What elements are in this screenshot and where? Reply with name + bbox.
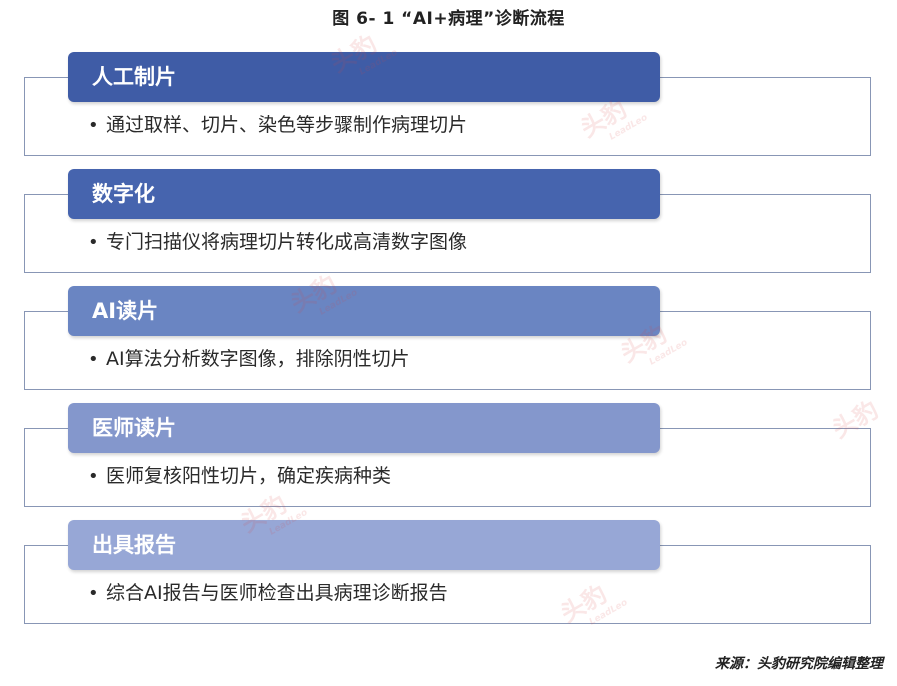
step-description-text: 医师复核阳性切片，确定疾病种类 [106, 465, 392, 487]
step-description-text: AI算法分析数字图像，排除阴性切片 [106, 348, 410, 370]
flow-step-3: AI读片 • AI算法分析数字图像，排除阴性切片 [24, 286, 873, 390]
flow-step-1: 人工制片 • 通过取样、切片、染色等步骤制作病理切片 [24, 52, 873, 156]
step-description: • AI算法分析数字图像，排除阴性切片 [88, 344, 410, 371]
step-description-text: 通过取样、切片、染色等步骤制作病理切片 [106, 114, 468, 136]
step-header: 出具报告 [68, 520, 660, 570]
source-note: 来源：头豹研究院编辑整理 [715, 656, 883, 672]
step-header: 人工制片 [68, 52, 660, 102]
step-description: • 专门扫描仪将病理切片转化成高清数字图像 [88, 227, 467, 254]
step-description-text: 专门扫描仪将病理切片转化成高清数字图像 [106, 231, 468, 253]
step-header: AI读片 [68, 286, 660, 336]
bullet-icon: • [88, 466, 99, 487]
step-description: • 通过取样、切片、染色等步骤制作病理切片 [88, 110, 467, 137]
flow-step-5: 出具报告 • 综合AI报告与医师检查出具病理诊断报告 [24, 520, 873, 624]
bullet-icon: • [88, 349, 99, 370]
step-description: • 综合AI报告与医师检查出具病理诊断报告 [88, 578, 448, 605]
bullet-icon: • [88, 232, 99, 253]
bullet-icon: • [88, 115, 99, 136]
flow-step-4: 医师读片 • 医师复核阳性切片，确定疾病种类 [24, 403, 873, 507]
step-description: • 医师复核阳性切片，确定疾病种类 [88, 461, 391, 488]
flow-step-2: 数字化 • 专门扫描仪将病理切片转化成高清数字图像 [24, 169, 873, 273]
step-description-text: 综合AI报告与医师检查出具病理诊断报告 [106, 582, 448, 604]
diagram-title: 图 6- 1 “AI+病理”诊断流程 [332, 9, 565, 29]
step-header: 数字化 [68, 169, 660, 219]
step-header: 医师读片 [68, 403, 660, 453]
bullet-icon: • [88, 583, 99, 604]
